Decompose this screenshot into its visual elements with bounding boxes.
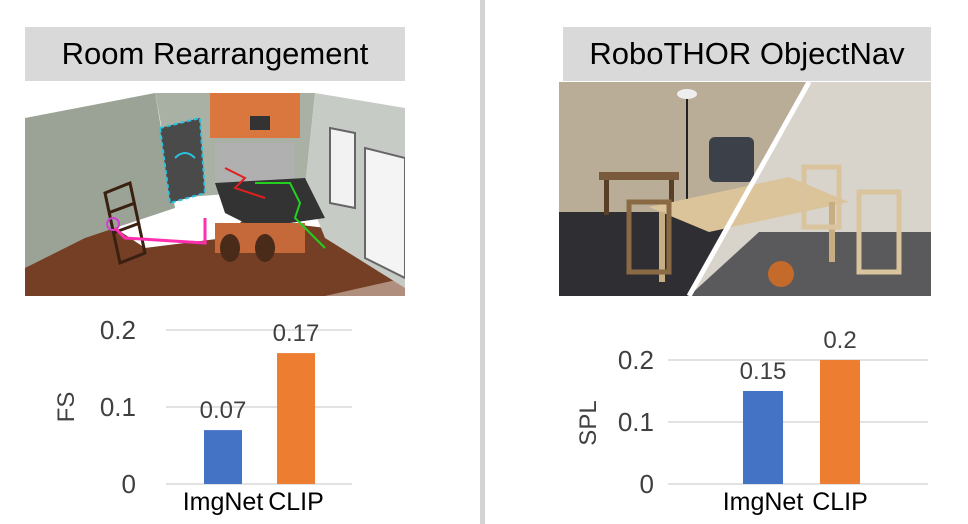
bar-imgnet	[743, 391, 783, 484]
room-rearrangement-title: Room Rearrangement	[25, 27, 405, 81]
data-label: 0.2	[823, 327, 856, 354]
panel-divider	[480, 0, 485, 524]
category-label: ImgNet	[723, 488, 804, 516]
robothor-objectnav-scene-image	[559, 82, 931, 296]
y-tick-label: 0	[122, 469, 136, 499]
robothor-objectnav-panel: RoboTHOR ObjectNav	[488, 0, 968, 524]
y-axis-label: FS	[53, 392, 80, 423]
room-rearrangement-panel: Room Rearrangement	[0, 0, 480, 524]
room-rearrangement-scene-image	[25, 88, 405, 296]
y-tick-label: 0.2	[100, 315, 136, 345]
bar-clip	[277, 353, 315, 484]
bar-imgnet	[204, 430, 242, 484]
category-label: ImgNet	[183, 488, 264, 516]
y-tick-label: 0.1	[100, 392, 136, 422]
y-tick-label: 0	[640, 469, 654, 499]
y-tick-label: 0.2	[618, 345, 654, 375]
bar-clip	[820, 360, 860, 484]
robothor-objectnav-title: RoboTHOR ObjectNav	[563, 27, 931, 81]
category-label: CLIP	[812, 488, 868, 516]
category-label: CLIP	[268, 488, 324, 516]
data-label: 0.15	[740, 358, 787, 385]
data-label: 0.17	[273, 320, 320, 347]
y-tick-label: 0.1	[618, 407, 654, 437]
data-label: 0.07	[200, 397, 247, 424]
y-axis-label: SPL	[575, 400, 602, 445]
